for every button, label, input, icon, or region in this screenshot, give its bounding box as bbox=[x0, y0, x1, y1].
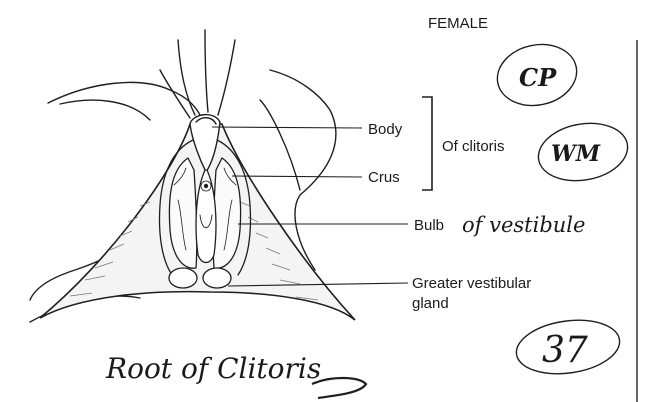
label-crus: Crus bbox=[368, 169, 400, 186]
label-bulb: Bulb bbox=[414, 217, 444, 234]
leader-body bbox=[212, 127, 362, 128]
header-female: FEMALE bbox=[428, 15, 488, 32]
label-body: Body bbox=[368, 121, 403, 138]
initials-2: WM bbox=[551, 141, 601, 167]
initials-1: CP bbox=[519, 63, 557, 92]
handwritten-scribble bbox=[312, 378, 366, 398]
initials-stamp-1: CP bbox=[492, 37, 583, 112]
initials-stamp-2: WM bbox=[534, 117, 632, 188]
label-greater-vestibular: Greater vestibular bbox=[412, 275, 531, 292]
label-of-clitoris: Of clitoris bbox=[442, 138, 505, 155]
leader-crus bbox=[232, 176, 362, 177]
urethral-opening bbox=[204, 184, 208, 188]
clitoris-bracket bbox=[422, 97, 432, 190]
circled-page-number: 37 bbox=[513, 314, 623, 380]
label-gland: gland bbox=[412, 295, 449, 312]
page-number: 37 bbox=[542, 330, 588, 371]
handwritten-root-of-clitoris: Root of Clitoris bbox=[105, 352, 321, 385]
handwritten-of-vestibule: of vestibule bbox=[462, 213, 585, 237]
